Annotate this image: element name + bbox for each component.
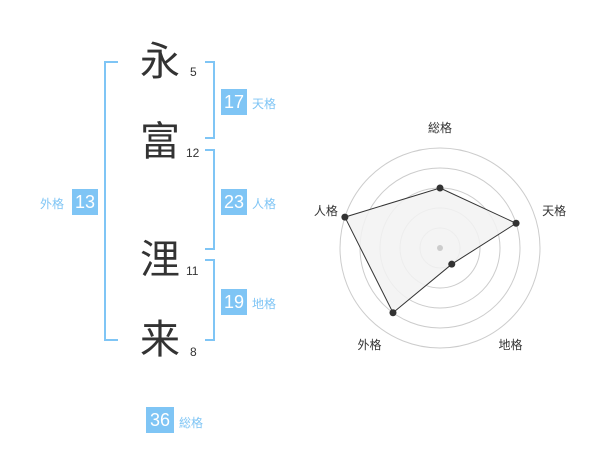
name-char-3: 浬 (140, 237, 180, 283)
radar-ring-5 (339, 147, 541, 349)
radar-point-1 (512, 219, 520, 227)
radar-point-3 (389, 309, 397, 317)
stroke-count-3: 11 (186, 264, 199, 278)
stroke-count-1: 5 (190, 65, 197, 79)
radar-axis-label-4: 人格 (314, 203, 338, 218)
radar-point-4 (341, 213, 349, 221)
tenkaku-value: 17 (221, 89, 247, 115)
radar-axis-label-3: 外格 (357, 337, 381, 352)
radar-axis-label-0: 総格 (428, 120, 452, 135)
jinkaku-bracket (205, 149, 215, 250)
jinkaku-value: 23 (221, 189, 247, 215)
radar-point-2 (448, 260, 456, 268)
soukaku-label: 総格 (179, 416, 204, 430)
chikaku-bracket (205, 259, 215, 341)
gaikaku-value: 13 (72, 189, 98, 215)
name-char-2: 富 (140, 119, 180, 165)
stroke-count-2: 12 (186, 146, 200, 160)
radar-point-0 (436, 184, 444, 192)
jinkaku-label: 人格 (252, 197, 277, 211)
gaikaku-bracket (104, 61, 118, 341)
radar-series-polygon (344, 187, 518, 314)
radar-center-dot (437, 245, 443, 251)
tenkaku-label: 天格 (252, 97, 277, 111)
name-char-1: 永 (140, 39, 180, 85)
gaikaku-label: 外格 (40, 197, 65, 211)
tenkaku-bracket (205, 61, 215, 139)
name-char-4: 来 (140, 317, 180, 363)
stroke-count-4: 8 (190, 345, 197, 359)
chikaku-label: 地格 (252, 297, 277, 311)
radar-axis-label-2: 地格 (499, 337, 523, 352)
soukaku-value: 36 (146, 407, 174, 433)
radar-axis-label-1: 天格 (542, 203, 566, 218)
chikaku-value: 19 (221, 289, 247, 315)
